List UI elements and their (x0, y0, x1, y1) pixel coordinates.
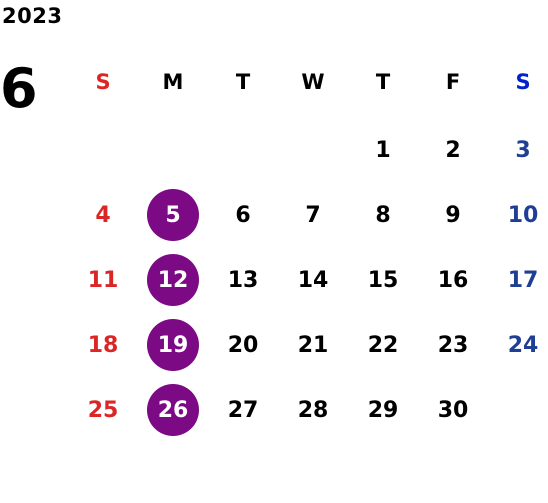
week-row: 18 19 20 21 22 23 24 (68, 315, 548, 375)
day-cell[interactable]: 21 (278, 315, 348, 375)
day-number: 9 (445, 202, 461, 228)
day-cell[interactable]: 1 (348, 120, 418, 180)
day-cell[interactable]: 14 (278, 250, 348, 310)
day-number: 4 (95, 202, 111, 228)
day-number: 24 (507, 332, 539, 358)
weekday-tue: T (235, 70, 251, 94)
day-cell[interactable]: 8 (348, 185, 418, 245)
day-number: 28 (297, 397, 329, 423)
week-row: 4 5 6 7 8 9 10 (68, 185, 548, 245)
weekday-fri: F (445, 70, 461, 94)
day-cell[interactable]: 28 (278, 380, 348, 440)
week-row: 1 2 3 (68, 120, 548, 180)
day-number: 8 (375, 202, 391, 228)
day-cell[interactable]: 30 (418, 380, 488, 440)
day-number: 1 (375, 137, 391, 163)
day-number: 7 (305, 202, 321, 228)
day-cell-highlighted[interactable]: 12 (138, 250, 208, 310)
day-cell[interactable]: 2 (418, 120, 488, 180)
day-cell[interactable]: 17 (488, 250, 548, 310)
day-cell-highlighted[interactable]: 5 (138, 185, 208, 245)
day-number: 2 (445, 137, 461, 163)
day-cell[interactable]: 10 (488, 185, 548, 245)
day-cell[interactable]: 25 (68, 380, 138, 440)
year-label: 2023 (2, 4, 63, 28)
day-cell[interactable]: 6 (208, 185, 278, 245)
day-number: 17 (507, 267, 539, 293)
day-cell-empty (488, 380, 548, 440)
day-number: 29 (367, 397, 399, 423)
day-cell[interactable]: 22 (348, 315, 418, 375)
weekday-thu: T (375, 70, 391, 94)
day-cell-highlighted[interactable]: 19 (138, 315, 208, 375)
day-number: 23 (437, 332, 469, 358)
day-cell[interactable]: 9 (418, 185, 488, 245)
day-number: 6 (235, 202, 251, 228)
day-number: 22 (367, 332, 399, 358)
day-number: 5 (165, 202, 181, 228)
day-cell[interactable]: 20 (208, 315, 278, 375)
weekday-header: S M T W T F S (68, 52, 548, 112)
week-row: 25 26 27 28 29 30 (68, 380, 548, 440)
day-number: 19 (157, 332, 189, 358)
day-number: 20 (227, 332, 259, 358)
day-cell-empty (208, 120, 278, 180)
day-cell-empty (68, 120, 138, 180)
day-cell[interactable]: 7 (278, 185, 348, 245)
day-number: 14 (297, 267, 329, 293)
day-cell-empty (278, 120, 348, 180)
day-number: 11 (87, 267, 119, 293)
day-cell-empty (138, 120, 208, 180)
day-number: 30 (437, 397, 469, 423)
week-row: 11 12 13 14 15 16 17 (68, 250, 548, 310)
day-cell[interactable]: 24 (488, 315, 548, 375)
day-cell[interactable]: 4 (68, 185, 138, 245)
day-cell-highlighted[interactable]: 26 (138, 380, 208, 440)
day-cell[interactable]: 13 (208, 250, 278, 310)
day-cell[interactable]: 23 (418, 315, 488, 375)
day-number: 18 (87, 332, 119, 358)
day-cell[interactable]: 29 (348, 380, 418, 440)
month-number: 6 (0, 57, 38, 120)
day-number: 15 (367, 267, 399, 293)
day-number: 13 (227, 267, 259, 293)
day-cell[interactable]: 3 (488, 120, 548, 180)
day-cell[interactable]: 15 (348, 250, 418, 310)
weekday-sat: S (515, 70, 531, 94)
day-cell[interactable]: 18 (68, 315, 138, 375)
day-number: 21 (297, 332, 329, 358)
weekday-wed: W (301, 70, 325, 94)
day-number: 12 (157, 267, 189, 293)
day-number: 16 (437, 267, 469, 293)
day-cell[interactable]: 16 (418, 250, 488, 310)
day-cell[interactable]: 27 (208, 380, 278, 440)
day-number: 10 (507, 202, 539, 228)
day-number: 27 (227, 397, 259, 423)
day-number: 3 (515, 137, 531, 163)
day-number: 26 (157, 397, 189, 423)
weekday-sun: S (95, 70, 111, 94)
day-number: 25 (87, 397, 119, 423)
day-cell[interactable]: 11 (68, 250, 138, 310)
weekday-mon: M (162, 70, 184, 94)
